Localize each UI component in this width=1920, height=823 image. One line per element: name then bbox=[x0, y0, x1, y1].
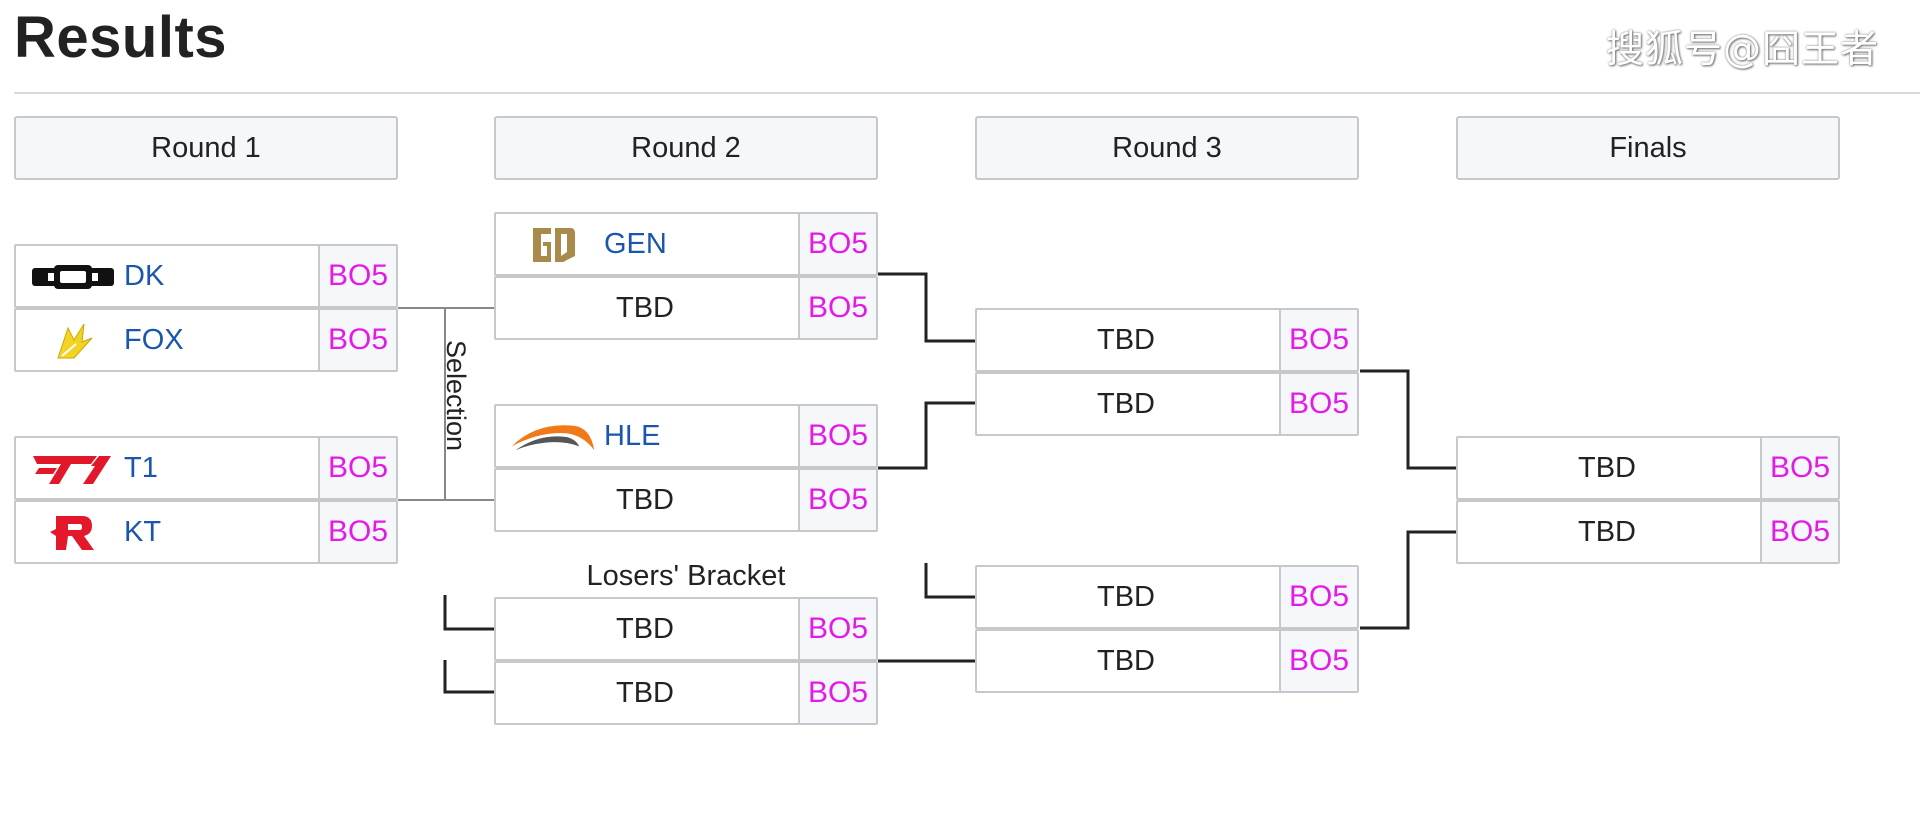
series-format: BO5 bbox=[800, 406, 876, 466]
series-format: BO5 bbox=[1762, 502, 1838, 562]
team-cell: TBD bbox=[496, 663, 800, 723]
hle-logo-icon bbox=[508, 416, 598, 458]
team-cell: TBD bbox=[977, 310, 1281, 370]
round-header-label: Round 2 bbox=[631, 131, 741, 164]
match-slot-tbd[interactable]: TBD BO5 bbox=[975, 629, 1359, 693]
round-header-2: Round 2 bbox=[494, 116, 878, 180]
series-format: BO5 bbox=[1281, 310, 1357, 370]
team-cell: TBD bbox=[977, 631, 1281, 691]
match-slot-t1[interactable]: T1 BO5 bbox=[14, 436, 398, 500]
series-format: BO5 bbox=[800, 214, 876, 274]
team-name: T1 bbox=[124, 451, 158, 484]
match-slot-tbd[interactable]: TBD BO5 bbox=[975, 565, 1359, 629]
team-name: KT bbox=[124, 515, 162, 548]
team-cell: TBD bbox=[496, 470, 800, 530]
fox-logo-icon bbox=[28, 320, 118, 362]
match-slot-dk[interactable]: DK BO5 bbox=[14, 244, 398, 308]
team-cell: GEN bbox=[496, 214, 800, 274]
series-format: BO5 bbox=[320, 502, 396, 562]
team-name: GEN bbox=[604, 227, 667, 260]
series-format: BO5 bbox=[800, 599, 876, 659]
team-name: HLE bbox=[604, 419, 661, 452]
team-name: TBD bbox=[1097, 323, 1155, 356]
match-slot-tbd[interactable]: TBD BO5 bbox=[494, 661, 878, 725]
series-format: BO5 bbox=[1762, 438, 1838, 498]
series-format: BO5 bbox=[1281, 631, 1357, 691]
round-header-label: Round 3 bbox=[1112, 131, 1222, 164]
team-cell: KT bbox=[16, 502, 320, 562]
selection-label: Selection bbox=[441, 340, 471, 452]
team-name: TBD bbox=[1578, 451, 1636, 484]
round-header-3: Round 3 bbox=[975, 116, 1359, 180]
match-slot-tbd[interactable]: TBD BO5 bbox=[1456, 500, 1840, 564]
team-name: TBD bbox=[616, 612, 674, 645]
losers-bracket-label: Losers' Bracket bbox=[586, 560, 786, 592]
team-name: TBD bbox=[616, 483, 674, 516]
divider bbox=[14, 92, 1920, 94]
team-cell: T1 bbox=[16, 438, 320, 498]
team-cell: TBD bbox=[977, 567, 1281, 627]
team-name: TBD bbox=[616, 291, 674, 324]
kt-logo-icon bbox=[28, 512, 118, 554]
team-cell: FOX bbox=[16, 310, 320, 370]
match-slot-tbd[interactable]: TBD BO5 bbox=[494, 276, 878, 340]
team-name: TBD bbox=[616, 676, 674, 709]
round-header-label: Finals bbox=[1609, 131, 1687, 164]
team-name: TBD bbox=[1097, 387, 1155, 420]
match-slot-hle[interactable]: HLE BO5 bbox=[494, 404, 878, 468]
team-cell: DK bbox=[16, 246, 320, 306]
match-slot-kt[interactable]: KT BO5 bbox=[14, 500, 398, 564]
round-header-label: Round 1 bbox=[151, 131, 261, 164]
dk-logo-icon bbox=[28, 256, 118, 298]
page-title: Results bbox=[14, 5, 228, 70]
round-header-1: Round 1 bbox=[14, 116, 398, 180]
series-format: BO5 bbox=[1281, 374, 1357, 434]
watermark: 搜狐号@囧王者 bbox=[1606, 27, 1880, 71]
gen-logo-icon bbox=[508, 224, 598, 266]
team-cell: TBD bbox=[1458, 438, 1762, 498]
match-slot-fox[interactable]: FOX BO5 bbox=[14, 308, 398, 372]
team-cell: TBD bbox=[496, 278, 800, 338]
match-slot-tbd[interactable]: TBD BO5 bbox=[975, 308, 1359, 372]
round-header-finals: Finals bbox=[1456, 116, 1840, 180]
match-slot-tbd[interactable]: TBD BO5 bbox=[975, 372, 1359, 436]
team-cell: TBD bbox=[977, 374, 1281, 434]
team-name: TBD bbox=[1097, 580, 1155, 613]
team-cell: TBD bbox=[496, 599, 800, 659]
series-format: BO5 bbox=[800, 470, 876, 530]
series-format: BO5 bbox=[800, 663, 876, 723]
team-cell: TBD bbox=[1458, 502, 1762, 562]
series-format: BO5 bbox=[320, 438, 396, 498]
t1-logo-icon bbox=[28, 448, 118, 490]
match-slot-gen[interactable]: GEN BO5 bbox=[494, 212, 878, 276]
team-name: DK bbox=[124, 259, 165, 292]
series-format: BO5 bbox=[800, 278, 876, 338]
series-format: BO5 bbox=[1281, 567, 1357, 627]
series-format: BO5 bbox=[320, 246, 396, 306]
match-slot-tbd[interactable]: TBD BO5 bbox=[1456, 436, 1840, 500]
team-name: TBD bbox=[1578, 515, 1636, 548]
match-slot-tbd[interactable]: TBD BO5 bbox=[494, 597, 878, 661]
match-slot-tbd[interactable]: TBD BO5 bbox=[494, 468, 878, 532]
team-cell: HLE bbox=[496, 406, 800, 466]
team-name: FOX bbox=[124, 323, 184, 356]
series-format: BO5 bbox=[320, 310, 396, 370]
team-name: TBD bbox=[1097, 644, 1155, 677]
